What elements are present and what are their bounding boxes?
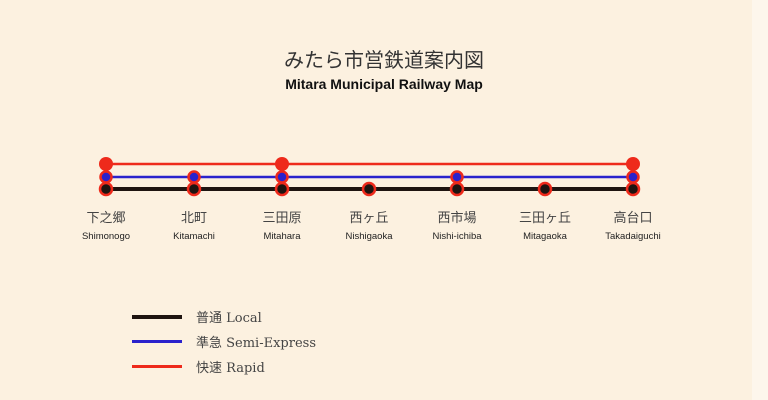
- stop-marker: [274, 181, 290, 197]
- station-name-en: Takadaiguchi: [605, 231, 661, 242]
- station-name-en: Mitagaoka: [523, 231, 567, 242]
- stop-marker: [626, 170, 640, 184]
- stop-marker: [449, 181, 465, 197]
- map-subtitle: Mitara Municipal Railway Map: [285, 76, 483, 92]
- legend-semi-express: 準急 Semi-Express: [132, 332, 316, 351]
- stop-marker: [626, 157, 640, 171]
- station-name-ja: 西市場: [437, 211, 477, 226]
- stop-marker: [625, 181, 641, 197]
- stop-marker: [537, 181, 553, 197]
- legend-rapid: 快速 Rapid: [132, 357, 265, 376]
- stop-marker: [99, 157, 113, 171]
- stop-marker: [361, 181, 377, 197]
- stop-marker: [187, 170, 201, 184]
- map-title: みたら市営鉄道案内図: [284, 48, 484, 72]
- station-name-en: Mitahara: [263, 231, 301, 242]
- station-name-en: Nishi-ichiba: [432, 231, 482, 242]
- stop-marker: [450, 170, 464, 184]
- station-name-en: Shimonogo: [81, 231, 131, 242]
- station-name-ja: 三田ヶ丘: [518, 211, 571, 226]
- stop-marker: [275, 157, 289, 171]
- station-name-ja: 西ヶ丘: [349, 211, 389, 226]
- stop-marker: [98, 181, 114, 197]
- legend-local: 普通 Local: [132, 307, 262, 326]
- stop-marker: [275, 170, 289, 184]
- legend-swatch: [132, 340, 182, 343]
- station-name-ja: 北町: [180, 211, 207, 226]
- legend-label: 快速 Rapid: [196, 361, 265, 376]
- edge-strip: [752, 0, 768, 400]
- legend-label: 普通 Local: [196, 311, 262, 326]
- stop-marker: [99, 170, 113, 184]
- stop-marker: [186, 181, 202, 197]
- legend-swatch: [132, 365, 182, 368]
- station-name-en: Nishigaoka: [345, 231, 393, 242]
- station-name-ja: 三田原: [262, 211, 302, 226]
- legend-label: 準急 Semi-Express: [196, 336, 317, 351]
- legend-swatch: [132, 314, 182, 319]
- station-name-ja: 高台口: [613, 211, 653, 226]
- station-name-en: Kitamachi: [173, 231, 215, 242]
- station-name-ja: 下之郷: [86, 211, 126, 226]
